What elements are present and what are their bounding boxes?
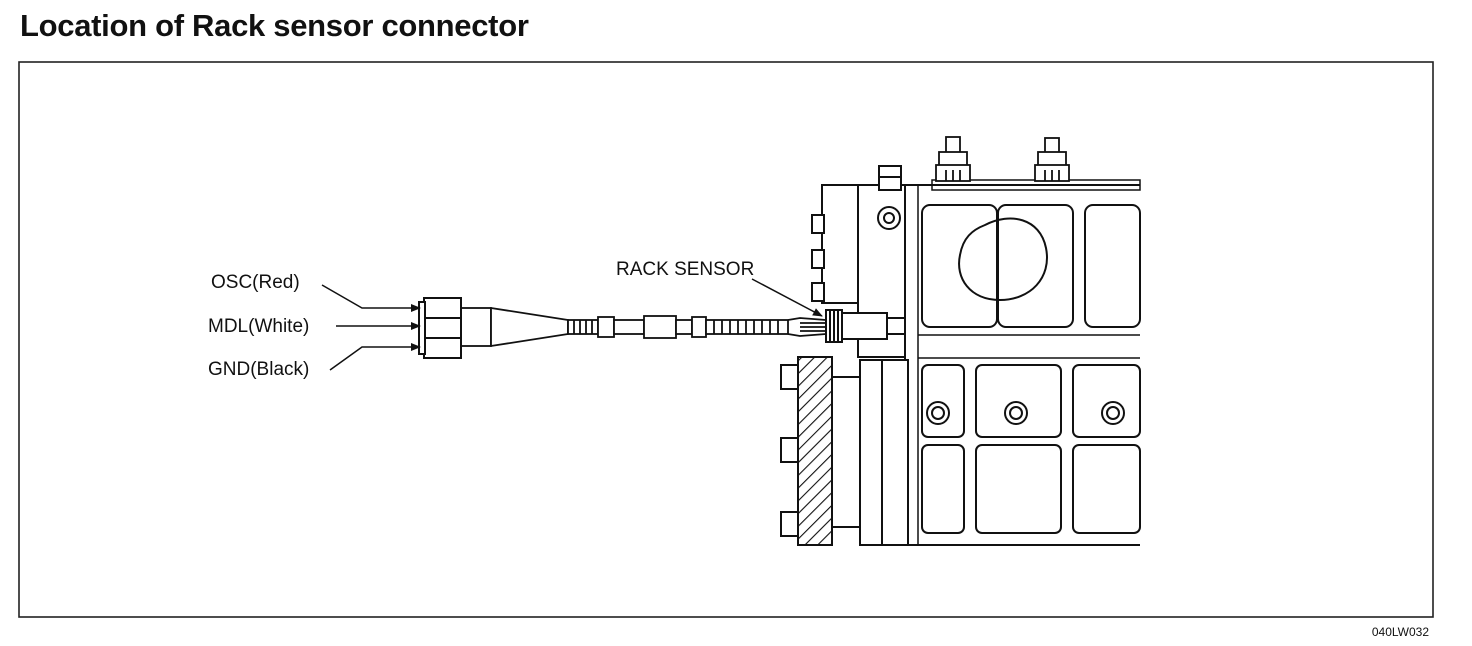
figure-code: 040LW032 [1372, 625, 1429, 639]
harness-cable [460, 306, 827, 348]
harness-connector [418, 297, 462, 359]
label-rack-sensor: RACK SENSOR [616, 259, 754, 280]
label-mdl: MDL(White) [208, 316, 309, 337]
page-title: Location of Rack sensor connector [20, 8, 529, 43]
leader-lines [321, 278, 823, 371]
figure-frame [18, 61, 1434, 618]
label-gnd: GND(Black) [208, 359, 309, 380]
injection-pump [904, 179, 1141, 546]
mounting-flange [780, 356, 909, 546]
delivery-valve-fittings [935, 136, 1070, 182]
label-osc: OSC(Red) [211, 272, 300, 293]
rack-sensor [825, 309, 906, 343]
